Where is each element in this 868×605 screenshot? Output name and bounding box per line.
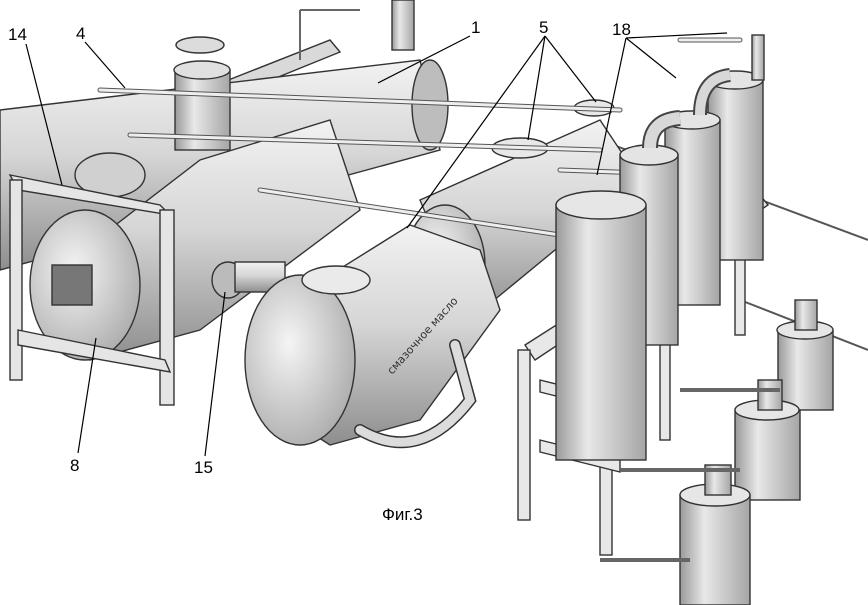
- label-5: 5: [539, 18, 548, 37]
- label-1: 1: [471, 18, 480, 37]
- label-18: 18: [612, 20, 631, 39]
- label-15: 15: [194, 458, 213, 477]
- left-support-frame: [8, 174, 175, 406]
- vertical-columns: [391, 0, 765, 461]
- label-8: 8: [70, 456, 79, 475]
- leader-lines: [25, 32, 728, 457]
- label-4: 4: [76, 24, 85, 43]
- small-separator-vessels: [600, 299, 834, 605]
- label-14: 14: [8, 25, 27, 44]
- figure-caption: Фиг.3: [382, 505, 423, 524]
- lubricating-oil-tank: смазочное масло: [244, 224, 501, 449]
